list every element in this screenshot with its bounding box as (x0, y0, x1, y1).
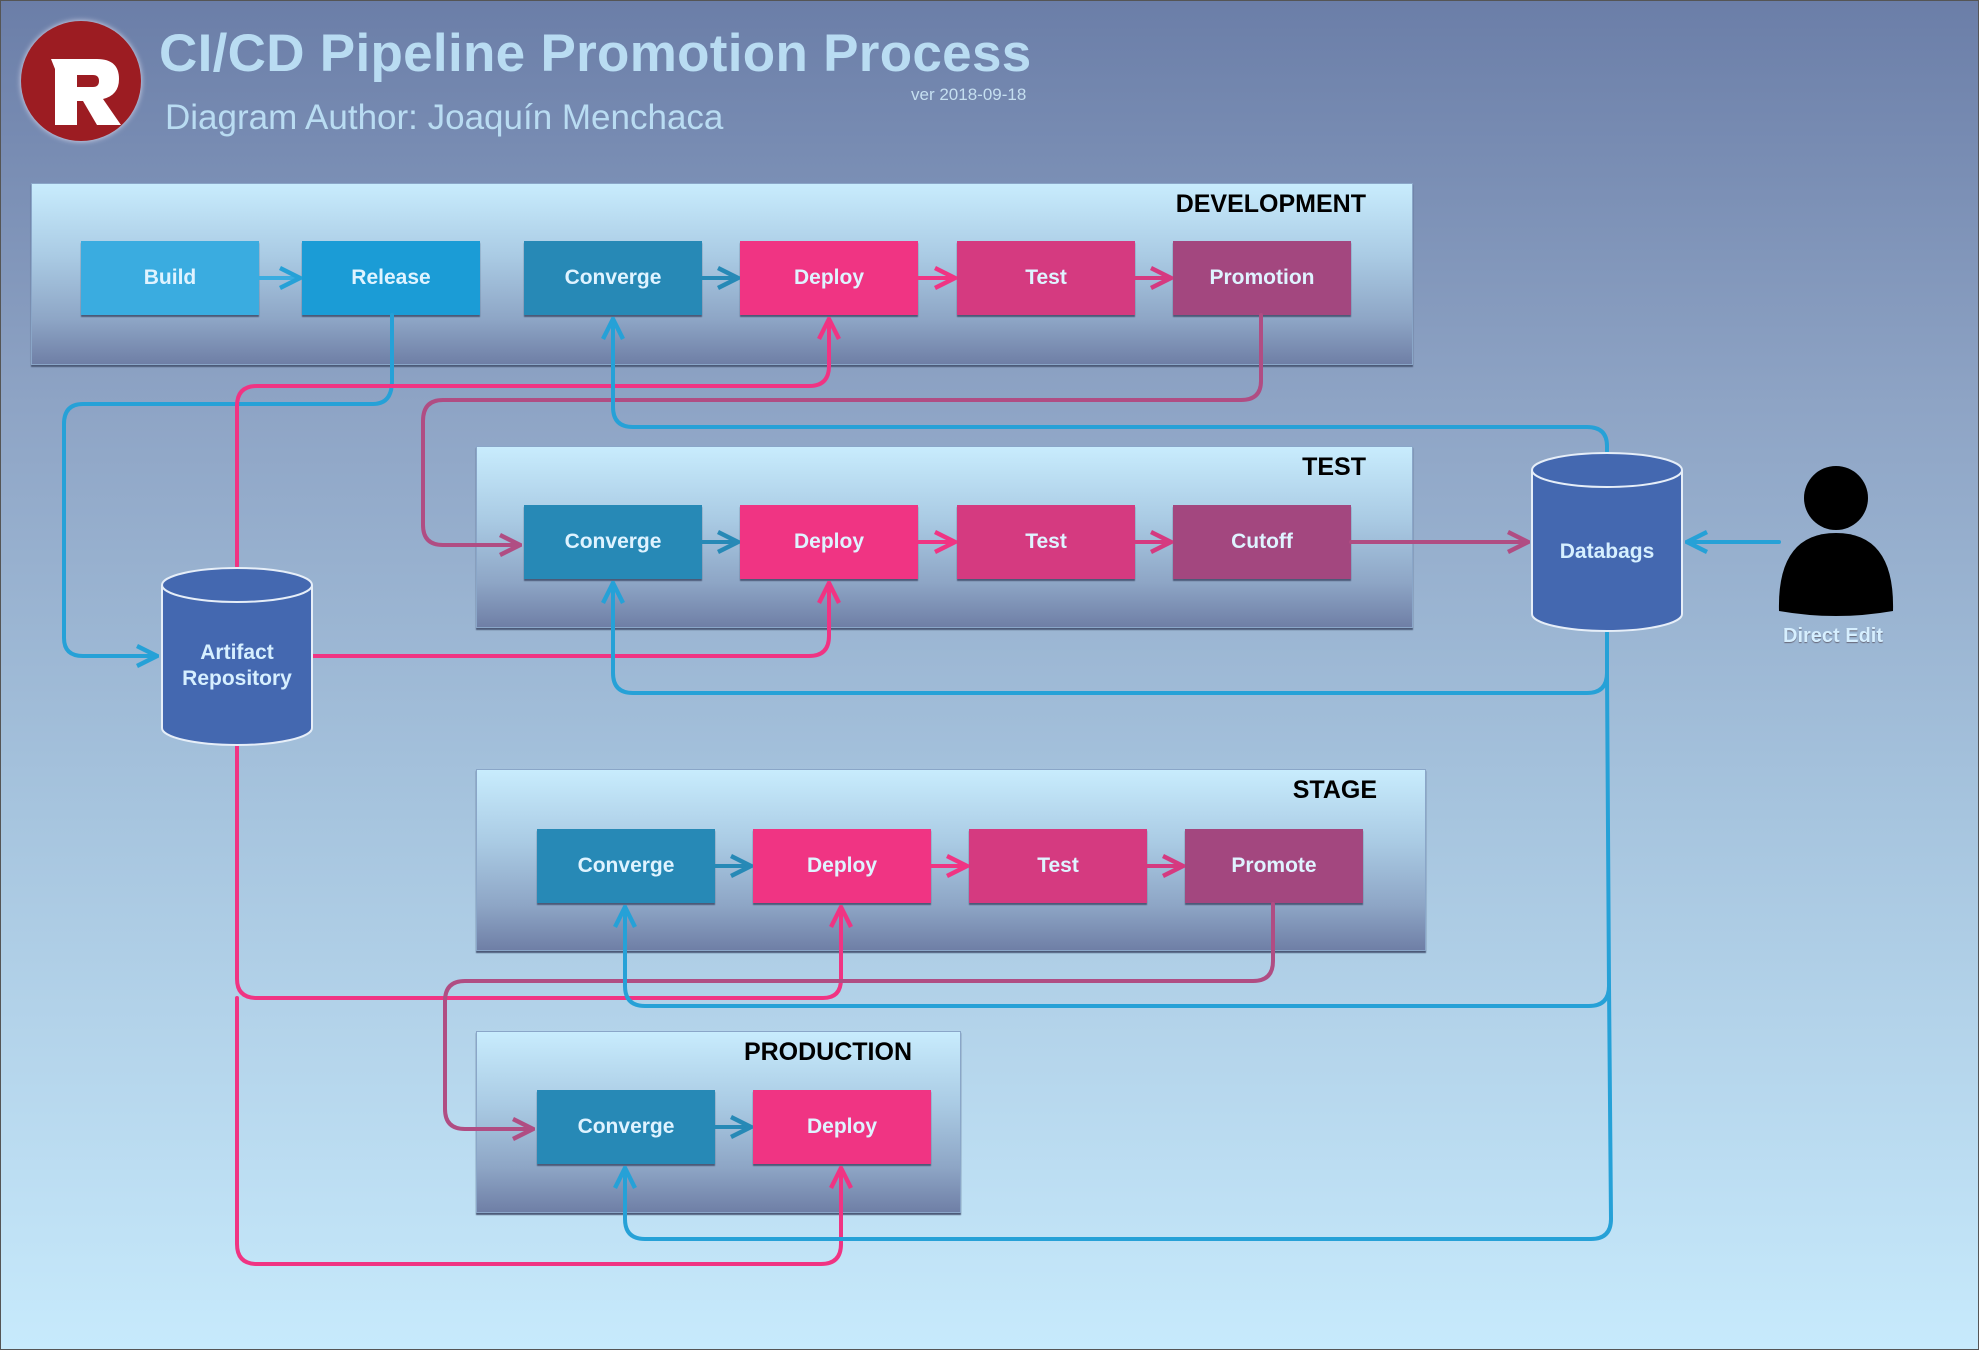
logo-r-icon (51, 59, 121, 125)
dev-converge-step[interactable]: Converge (524, 241, 702, 315)
panel-label: TEST (1302, 453, 1366, 481)
page-title: CI/CD Pipeline Promotion Process (159, 24, 1032, 83)
logo (21, 21, 141, 141)
diagram-author: Diagram Author: Joaquín Menchaca (165, 98, 724, 137)
panel-label: STAGE (1292, 776, 1377, 804)
artifact-repository-label: Artifact Repository (182, 641, 292, 690)
stage-promote-step[interactable]: Promote (1185, 829, 1363, 903)
prod-converge-step[interactable]: Converge (537, 1090, 715, 1164)
dev-test-step[interactable]: Test (957, 241, 1135, 315)
panel-label: DEVELOPMENT (1175, 190, 1366, 218)
databags-label: Databags (1559, 540, 1655, 563)
dev-promotion-step[interactable]: Promotion (1173, 241, 1351, 315)
direct-edit-label: Direct Edit (1783, 625, 1884, 647)
stage-deploy-step[interactable]: Deploy (753, 829, 931, 903)
test-test-step[interactable]: Test (957, 505, 1135, 579)
person-icon (1778, 466, 1894, 616)
prod-deploy-step[interactable]: Deploy (753, 1090, 931, 1164)
stage-converge-step[interactable]: Converge (537, 829, 715, 903)
wire-release-to-artifact (62, 313, 394, 656)
test-converge-step[interactable]: Converge (524, 505, 702, 579)
stage-test-step[interactable]: Test (969, 829, 1147, 903)
dev-build-step[interactable]: Build (81, 241, 259, 315)
test-cutoff-step[interactable]: Cutoff (1173, 505, 1351, 579)
panel-label: PRODUCTION (743, 1038, 912, 1066)
dev-deploy-step[interactable]: Deploy (740, 241, 918, 315)
version-label: ver 2018-09-18 (911, 85, 1027, 104)
test-deploy-step[interactable]: Deploy (740, 505, 918, 579)
dev-release-step[interactable]: Release (302, 241, 480, 315)
